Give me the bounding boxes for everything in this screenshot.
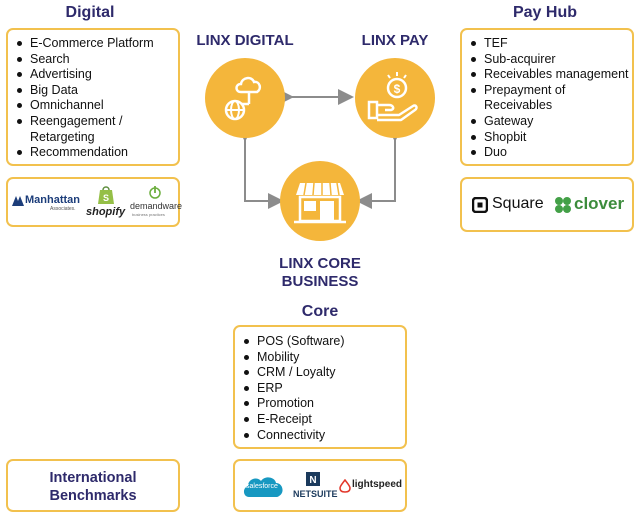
linx-core-circle xyxy=(280,161,360,241)
linx-core-label-line2: BUSINESS xyxy=(281,273,359,290)
core-list: POS (Software) Mobility CRM / Loyalty ER… xyxy=(241,334,405,443)
linx-pay-circle: $ xyxy=(355,58,435,138)
linx-core-label: LINX CORE BUSINESS xyxy=(265,255,375,291)
international-label-line1: International xyxy=(49,470,137,486)
list-item: Prepayment of Receivables xyxy=(468,83,632,114)
list-item: TEF xyxy=(468,36,632,52)
list-item: Sub-acquirer xyxy=(468,52,632,68)
linx-digital-label: LINX DIGITAL xyxy=(196,32,294,49)
arrow-digital-core xyxy=(237,126,284,209)
digital-heading: Digital xyxy=(65,4,115,21)
list-item: Shopbit xyxy=(468,130,632,146)
list-item: Mobility xyxy=(241,350,405,366)
square-mark-icon xyxy=(472,197,488,213)
svg-text:S: S xyxy=(103,193,109,203)
square-text: Square xyxy=(492,195,544,212)
list-item: Advertising xyxy=(14,67,178,83)
netsuite-mark-icon: N xyxy=(306,472,320,486)
list-item: POS (Software) xyxy=(241,334,405,350)
manhattan-subtext: Associates. xyxy=(50,206,76,212)
list-item: Search xyxy=(14,52,178,68)
lightspeed-text: lightspeed xyxy=(352,479,403,490)
list-item: E-Commerce Platform xyxy=(14,36,178,52)
demandware-text: demandware xyxy=(130,201,183,211)
cloud-globe-icon xyxy=(224,76,262,121)
shopify-bag-icon: S xyxy=(98,186,114,204)
salesforce-cloud-icon xyxy=(243,477,283,497)
manhattan-mark-icon xyxy=(12,196,24,206)
storefront-icon xyxy=(294,182,346,224)
list-item: E-Receipt xyxy=(241,412,405,428)
digital-box: E-Commerce Platform Search Advertising B… xyxy=(6,28,180,166)
list-item: Big Data xyxy=(14,83,178,99)
shopify-text: shopify xyxy=(86,206,126,218)
svg-text:N: N xyxy=(309,475,316,486)
international-benchmarks-box: International Benchmarks xyxy=(6,459,180,512)
manhattan-text: Manhattan xyxy=(25,194,80,206)
salesforce-logo: salesforce xyxy=(241,473,285,506)
payhub-box: TEF Sub-acquirer Receivables management … xyxy=(460,28,634,166)
international-benchmarks-label: International Benchmarks xyxy=(8,469,178,505)
digital-list: E-Commerce Platform Search Advertising B… xyxy=(14,36,178,161)
list-item: Promotion xyxy=(241,396,405,412)
linx-pay-label: LINX PAY xyxy=(361,32,429,49)
payhub-list: TEF Sub-acquirer Receivables management … xyxy=(468,36,632,161)
linx-digital-circle xyxy=(205,58,285,138)
demandware-logo: demandware business practices xyxy=(130,185,183,223)
core-box: POS (Software) Mobility CRM / Loyalty ER… xyxy=(233,325,407,449)
list-item: Receivables management xyxy=(468,67,632,83)
arrow-pay-core xyxy=(356,126,403,209)
digital-logos-box: Manhattan Associates. S shopify demandwa… xyxy=(6,177,183,227)
hand-coin-icon: $ xyxy=(367,72,418,122)
salesforce-text: salesforce xyxy=(246,483,278,490)
payhub-heading: Pay Hub xyxy=(512,4,577,21)
clover-text: clover xyxy=(574,194,625,213)
flame-icon xyxy=(339,479,351,493)
list-item: Recommendation xyxy=(14,145,178,161)
list-item: Omnichannel xyxy=(14,98,178,114)
list-item: Gateway xyxy=(468,114,632,130)
core-logos-box: salesforce N NETSUITE lightspeed xyxy=(233,459,407,512)
shopify-logo: S shopify xyxy=(86,185,126,223)
linx-core-label-line1: LINX CORE xyxy=(279,255,361,272)
core-heading: Core xyxy=(301,303,339,320)
list-item: Connectivity xyxy=(241,428,405,444)
list-item: Reengagement / xyxy=(14,114,178,130)
list-item: CRM / Loyalty xyxy=(241,365,405,381)
list-item-continuation: Retargeting xyxy=(30,129,95,144)
demandware-subtext: business practices xyxy=(132,212,165,217)
list-item: ERP xyxy=(241,381,405,397)
power-icon xyxy=(149,186,161,199)
international-label-line2: Benchmarks xyxy=(49,488,137,504)
svg-text:$: $ xyxy=(394,82,401,96)
clover-leaf-icon xyxy=(555,197,571,213)
netsuite-text: NETSUITE xyxy=(293,489,338,499)
payhub-logos-box: Square clover xyxy=(460,177,634,232)
list-item: Duo xyxy=(468,145,632,161)
